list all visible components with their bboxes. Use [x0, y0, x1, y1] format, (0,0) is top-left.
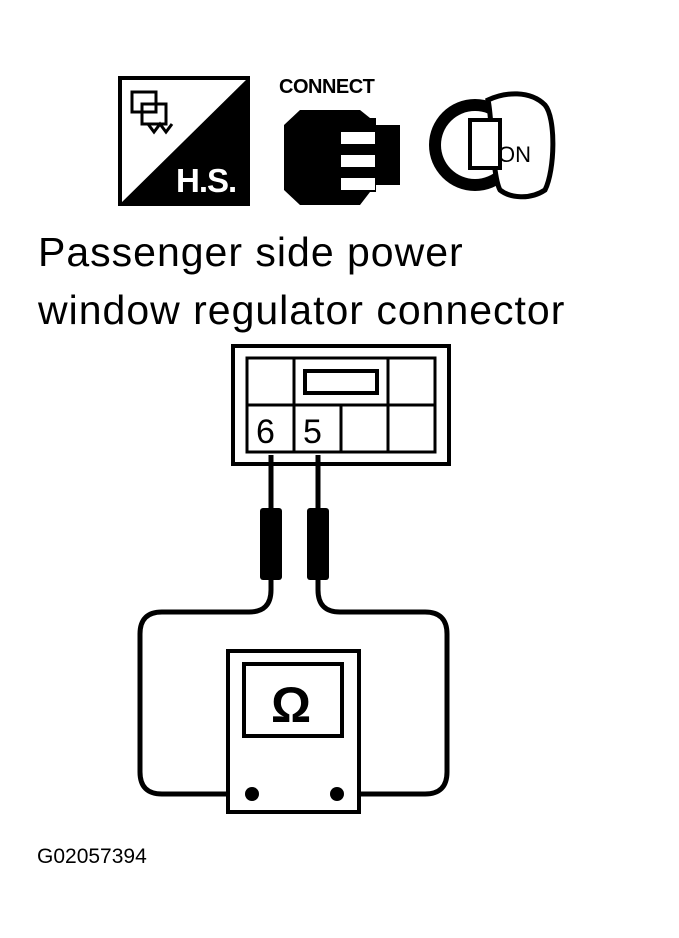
test-lead-left	[137, 580, 274, 797]
ohmmeter	[226, 649, 361, 814]
pin-label-6: 6	[256, 413, 275, 451]
harness-icon	[118, 76, 250, 206]
ohm-symbol: Ω	[271, 677, 312, 733]
ignition-key-icon	[429, 91, 556, 200]
harness-label: H.S.	[176, 162, 237, 199]
connector-plug-icon	[284, 110, 400, 205]
title-line-1: Passenger side power	[38, 229, 464, 275]
ignition-on-label: ON	[498, 142, 531, 167]
pin-label-5: 5	[303, 413, 322, 451]
test-lead-right	[315, 580, 450, 797]
title-line-2: window regulator connector	[38, 287, 566, 333]
figure-id: G02057394	[37, 845, 147, 868]
connector-block	[231, 344, 451, 466]
probe-right	[307, 455, 329, 580]
connect-label: CONNECT	[279, 76, 375, 98]
probe-left	[260, 455, 282, 580]
